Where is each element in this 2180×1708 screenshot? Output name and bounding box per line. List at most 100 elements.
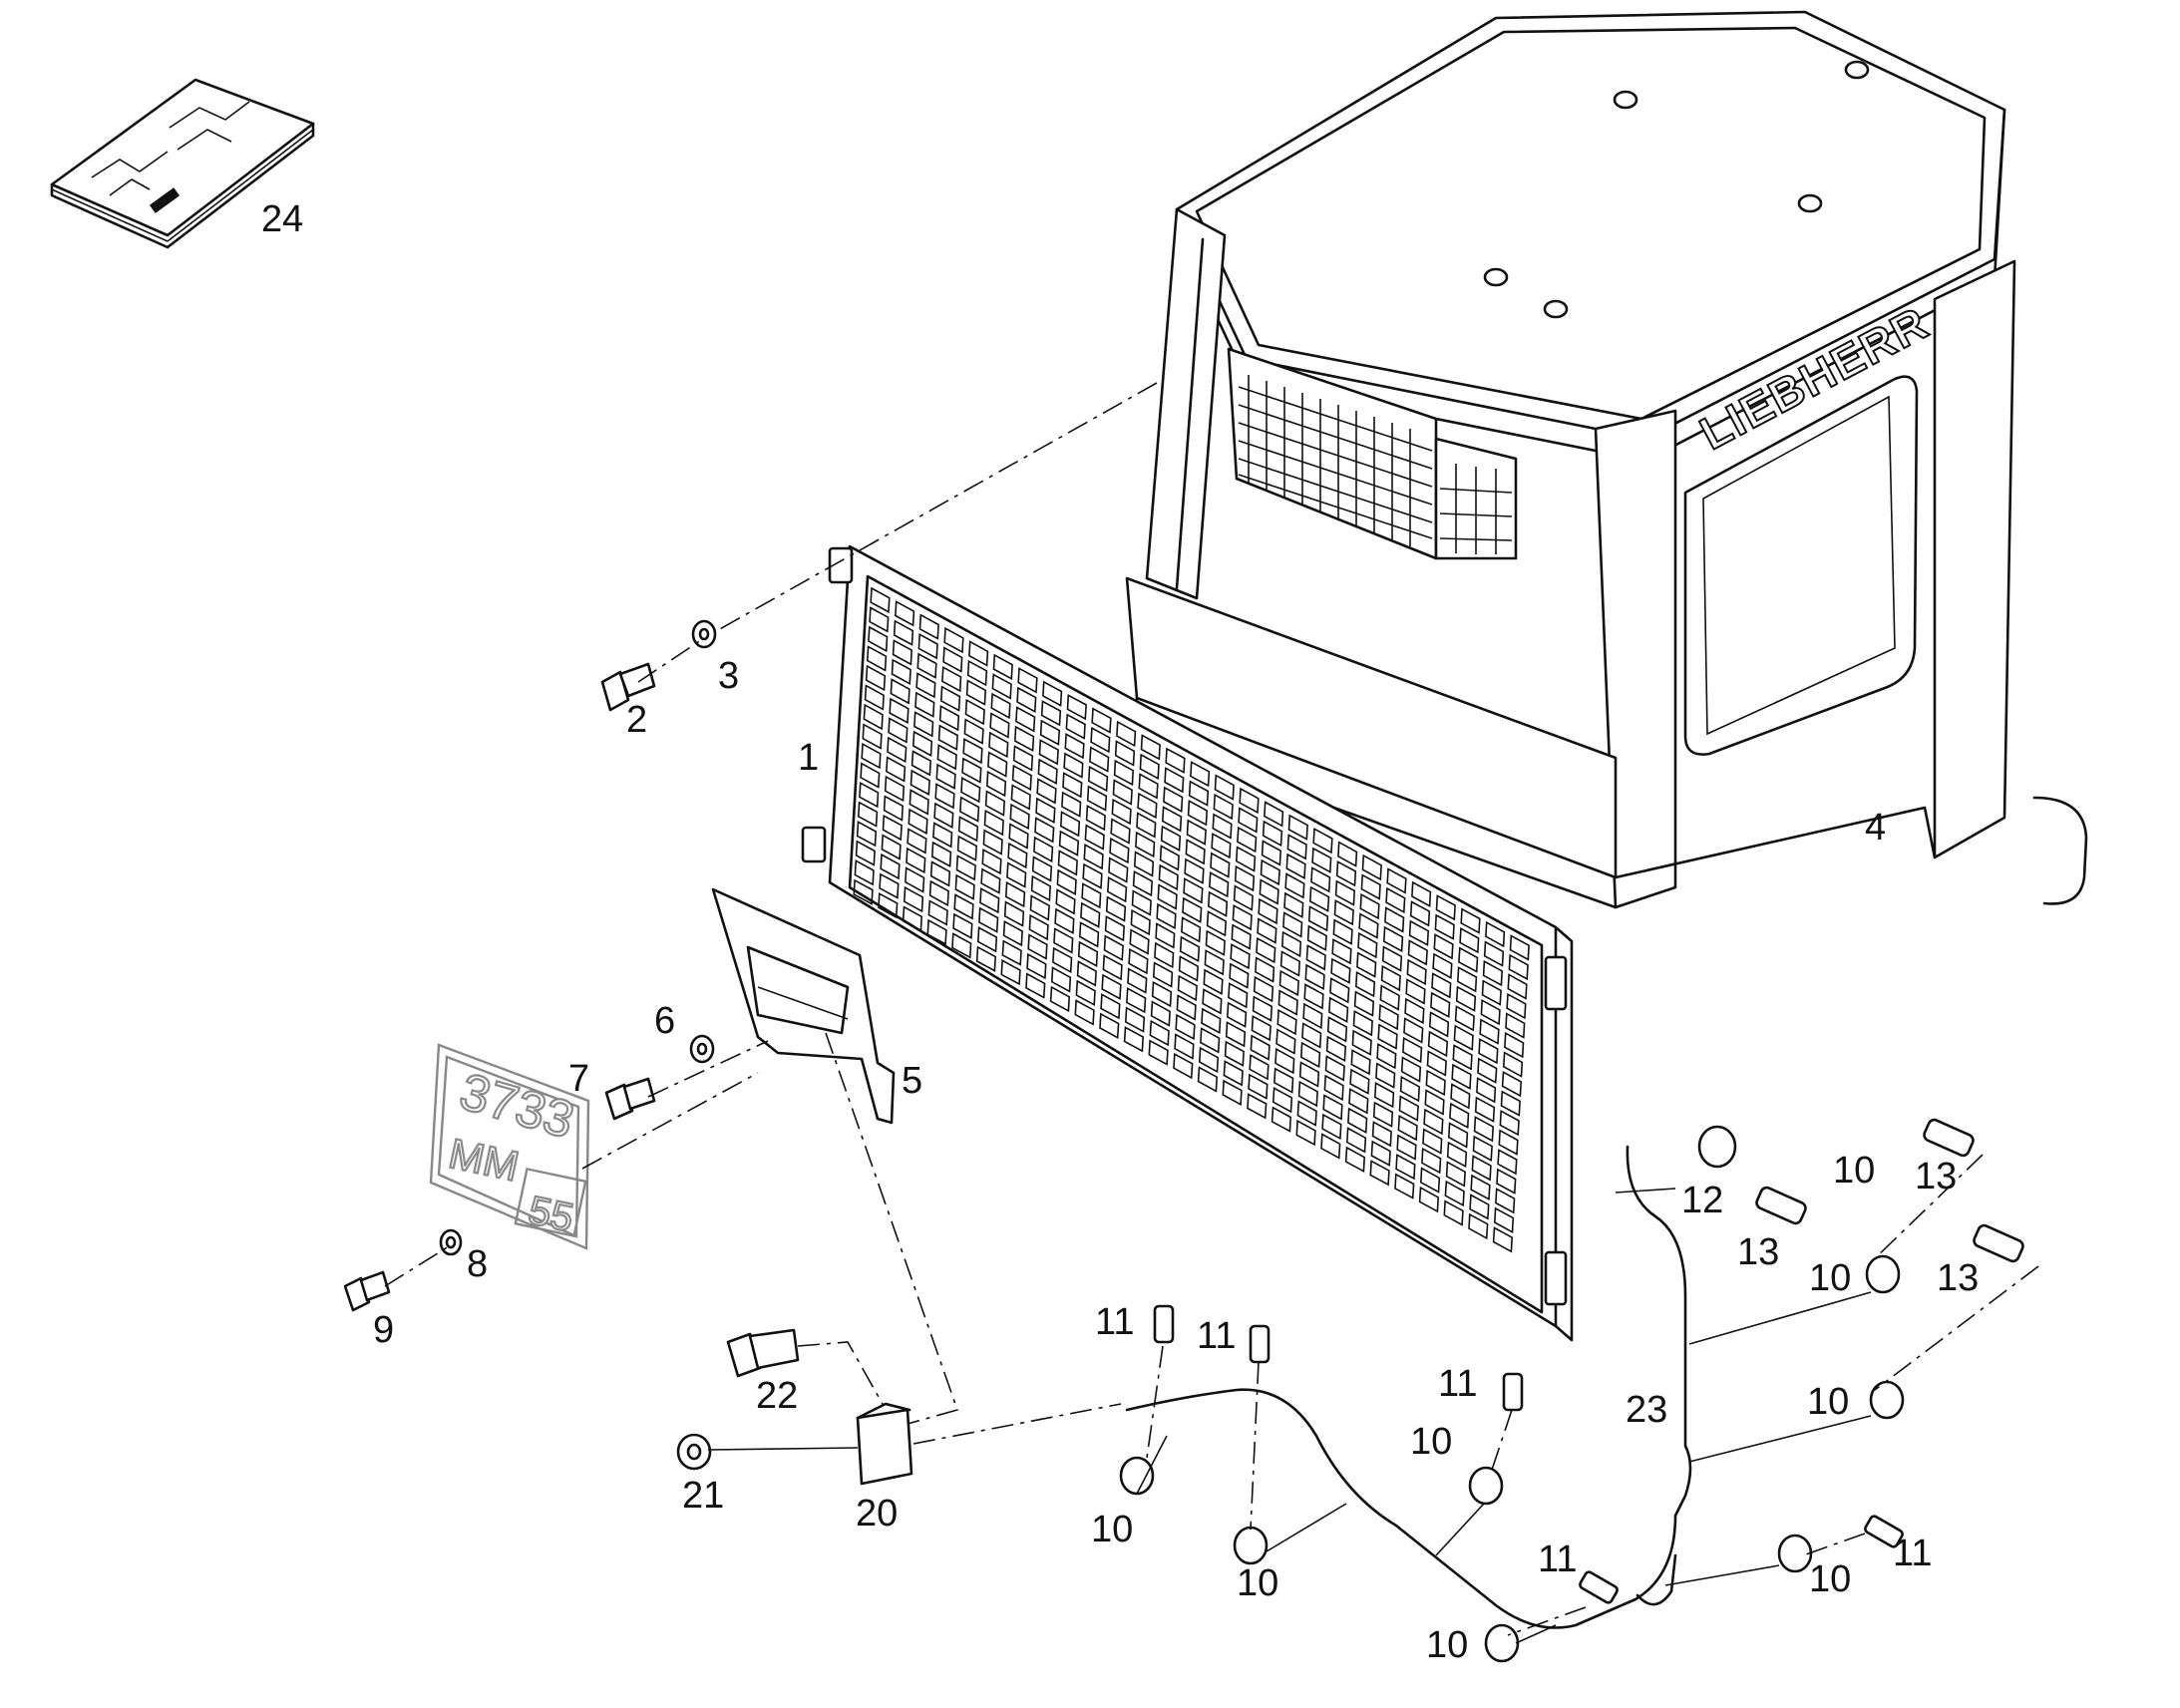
mesh-cell — [1152, 961, 1174, 988]
mesh-cell — [1282, 911, 1303, 938]
mesh-cell — [1057, 850, 1078, 876]
callout-9: 9 — [373, 1309, 394, 1351]
callout-labels: 24 1 2 3 4 5 6 7 8 9 10 10 10 10 10 10 1… — [261, 198, 1979, 1666]
callout-10-b: 10 — [1237, 1562, 1278, 1604]
mesh-cell — [1040, 700, 1062, 727]
mesh-cell — [1345, 1127, 1367, 1154]
mesh-cell — [1380, 964, 1401, 992]
mesh-cell — [1295, 1119, 1316, 1147]
mesh-cell — [1027, 933, 1048, 960]
mesh-cell — [1407, 939, 1428, 966]
mesh-cell — [1210, 852, 1231, 878]
mesh-cell — [854, 858, 875, 886]
mesh-cell — [1006, 861, 1027, 888]
mesh-cell — [1347, 1107, 1368, 1135]
mesh-cell — [1276, 1008, 1297, 1036]
mesh-cell — [1348, 1088, 1369, 1115]
mesh-cell — [1431, 972, 1452, 999]
mesh-cell — [1386, 867, 1407, 894]
mesh-cell — [881, 834, 902, 860]
mesh-cell — [1223, 1060, 1244, 1087]
mesh-cell — [1209, 870, 1230, 898]
mesh-cell — [864, 684, 885, 711]
mesh-cell — [1259, 878, 1279, 905]
mesh-cell — [1248, 1073, 1269, 1100]
mesh-cell — [1443, 1199, 1464, 1226]
mesh-cell — [1508, 953, 1529, 981]
mesh-cell — [1253, 975, 1274, 1003]
mesh-cell — [985, 770, 1007, 798]
screen-mesh — [853, 586, 1530, 1253]
mesh-cell — [1496, 1168, 1517, 1195]
lamp-parts — [676, 1402, 913, 1486]
mesh-cell — [1082, 862, 1103, 889]
mesh-cell — [962, 737, 983, 765]
callout-22: 22 — [756, 1375, 798, 1417]
fasteners — [343, 619, 800, 1378]
mesh-cell — [1016, 686, 1037, 714]
mesh-cell — [857, 801, 879, 828]
mesh-cell — [1204, 949, 1225, 976]
mesh-cell — [1409, 900, 1431, 927]
callout-11-b: 11 — [1197, 1315, 1236, 1357]
mesh-cell — [941, 666, 962, 693]
mesh-cell — [1224, 1040, 1245, 1067]
mesh-cell — [1135, 831, 1156, 858]
callout-1: 1 — [798, 737, 819, 779]
mesh-cell — [1103, 934, 1124, 961]
mesh-cell — [1460, 907, 1481, 934]
mesh-cell — [1214, 774, 1235, 801]
mesh-cell — [1015, 706, 1036, 733]
mesh-cell — [1042, 680, 1063, 707]
mesh-cell — [1056, 868, 1077, 896]
mesh-cell — [1506, 992, 1527, 1020]
mesh-cell — [1187, 799, 1209, 827]
mesh-cell — [1395, 1153, 1416, 1181]
mesh-cell — [1179, 935, 1201, 963]
mesh-cell — [1446, 1141, 1468, 1169]
mesh-cell — [982, 829, 1003, 855]
mesh-cell — [1137, 792, 1158, 820]
mesh-cell — [1371, 1121, 1392, 1148]
mesh-cell — [1435, 894, 1456, 921]
mesh-cell — [1385, 886, 1406, 914]
mesh-cell — [1337, 841, 1358, 867]
mesh-cell — [1031, 855, 1053, 882]
mesh-cell — [1186, 819, 1207, 846]
mesh-cell — [1165, 747, 1186, 774]
mesh-cell — [1184, 857, 1205, 884]
mesh-cell — [1299, 1041, 1321, 1069]
mesh-cell — [928, 879, 949, 907]
mesh-cell — [1053, 927, 1074, 954]
mesh-cell — [1151, 980, 1173, 1008]
mesh-cell — [1158, 863, 1179, 891]
mesh-cell — [918, 613, 939, 640]
mesh-cell — [965, 679, 987, 706]
mesh-cell — [1233, 884, 1254, 911]
mesh-cell — [1274, 1047, 1295, 1075]
mesh-cell — [1255, 956, 1275, 983]
mesh-cell — [1402, 1036, 1423, 1064]
mesh-cell — [1351, 1029, 1372, 1056]
mesh-cell — [1132, 869, 1154, 897]
mesh-cell — [1161, 806, 1183, 833]
mesh-cell — [1133, 851, 1155, 877]
mesh-cell — [878, 891, 899, 919]
mesh-cell — [1029, 894, 1050, 921]
mesh-cell — [1030, 874, 1052, 902]
mesh-cell — [937, 724, 958, 751]
mesh-cell — [992, 653, 1013, 681]
mesh-cell — [1379, 984, 1400, 1011]
mesh-cell — [1202, 988, 1223, 1015]
cab-frame-part: LIEBHERR — [1125, 10, 2088, 909]
mesh-cell — [861, 742, 882, 770]
callout-11-c: 11 — [1438, 1363, 1477, 1405]
mesh-cell — [1278, 969, 1299, 997]
mesh-cell — [1399, 1075, 1421, 1103]
mesh-cell — [955, 854, 976, 881]
callout-10-d: 10 — [1426, 1624, 1468, 1666]
mesh-cell — [1473, 1116, 1495, 1143]
mesh-cell — [1353, 990, 1375, 1017]
mesh-cell — [1049, 985, 1071, 1013]
mesh-cell — [908, 808, 928, 836]
